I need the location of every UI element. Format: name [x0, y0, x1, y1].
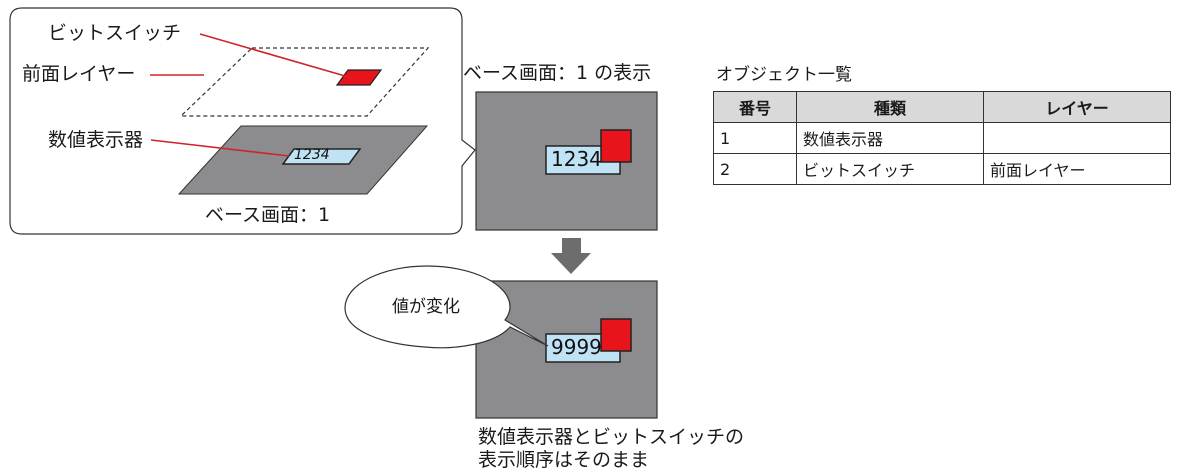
base-screen-label: ベース画面：1: [205, 204, 331, 226]
table-row: 1 数値表示器: [713, 122, 1171, 154]
cell-type: 数値表示器: [796, 122, 984, 154]
caption-line2: 表示順序はそのまま: [478, 449, 650, 471]
numeric-display-label: 数値表示器: [48, 129, 144, 151]
display-numeric-value: 1234: [551, 149, 602, 169]
display-bit-switch: [600, 129, 632, 163]
object-table: 番号 種類 レイヤー 1 数値表示器 2 ビットスイッチ 前面レイヤー: [713, 91, 1171, 185]
header-layer: レイヤー: [983, 91, 1171, 123]
changed-bit-switch: [600, 318, 632, 352]
bit-switch-shape: [335, 69, 383, 86]
caption-line1: 数値表示器とビットスイッチの: [478, 426, 745, 448]
numeric-display-shape: [281, 148, 362, 165]
table-row: 2 ビットスイッチ 前面レイヤー: [713, 153, 1171, 185]
bubble-text: 値が変化: [392, 297, 460, 317]
header-number: 番号: [713, 91, 797, 123]
cell-number: 2: [713, 153, 797, 185]
cell-number: 1: [713, 122, 797, 154]
bit-switch-label: ビットスイッチ: [48, 22, 182, 44]
down-arrow: [551, 238, 591, 274]
front-layer-plane: [179, 47, 430, 117]
numeric-display-leader: [150, 139, 290, 157]
display-title: ベース画面：1 の表示: [463, 62, 652, 84]
cell-type: ビットスイッチ: [796, 153, 984, 185]
header-type: 種類: [796, 91, 984, 123]
table-header-row: 番号 種類 レイヤー: [713, 91, 1171, 123]
layer-numeric-value: 1234: [294, 147, 330, 163]
changed-numeric-value: 9999: [551, 337, 602, 357]
object-table-title: オブジェクト一覧: [716, 65, 852, 85]
bit-switch-leader: [199, 33, 353, 79]
cell-layer: [983, 122, 1171, 154]
front-layer-label: 前面レイヤー: [22, 63, 136, 85]
cell-layer: 前面レイヤー: [983, 153, 1171, 185]
speech-bubble: [344, 265, 549, 349]
